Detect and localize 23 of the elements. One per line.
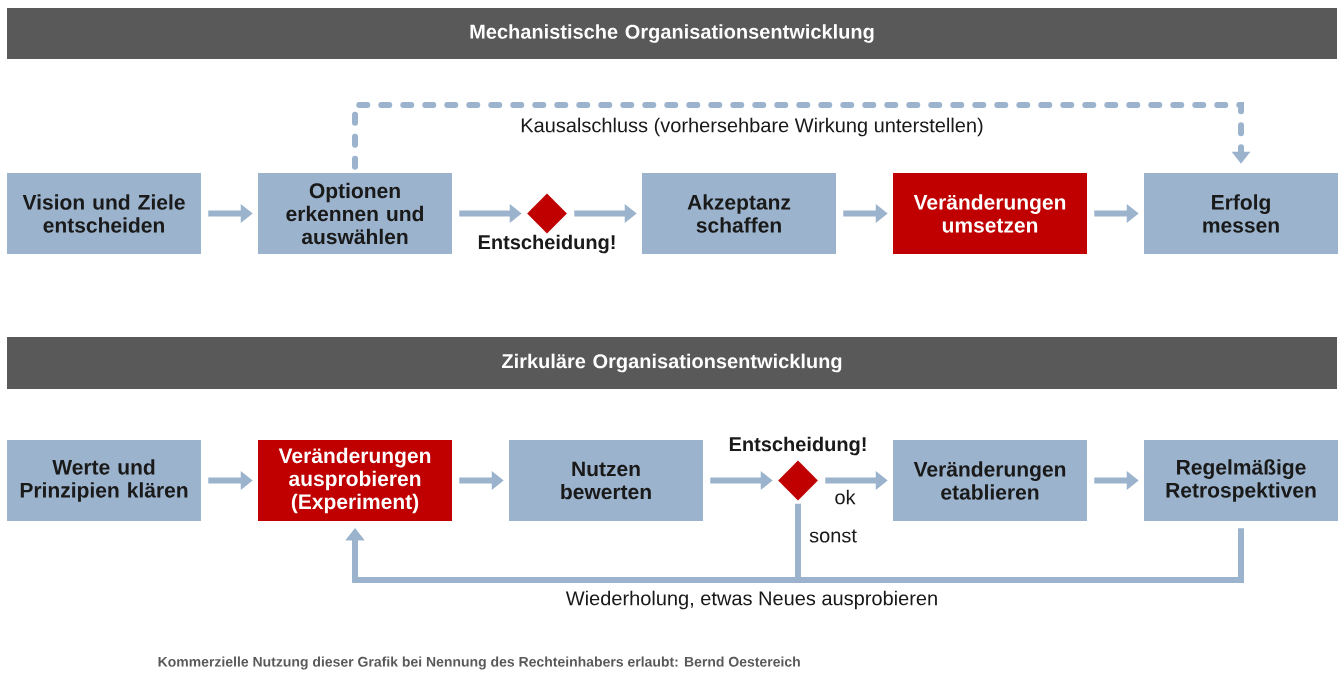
decision-diamond	[527, 193, 567, 234]
section-band: Mechanistische Organisationsentwicklung	[7, 8, 1337, 59]
process-box: Veränderungen ausprobieren (Experiment)	[258, 440, 452, 521]
decision-diamond	[778, 460, 818, 501]
process-box: Werte und Prinzipien klären	[7, 440, 201, 521]
edge-label: Kausalschluss (vorhersehbare Wirkung unterstellen)	[521, 117, 983, 137]
edge-label: ok	[835, 489, 856, 505]
process-box: Erfolg messen	[1144, 173, 1338, 254]
section-band: Zirkuläre Organisationsentwicklung	[7, 337, 1337, 389]
arrow	[345, 528, 1244, 583]
edge-label: sonst	[809, 529, 857, 543]
process-box: Veränderungen etablieren	[893, 440, 1087, 521]
process-box: Vision und Ziele entscheiden	[7, 173, 201, 254]
process-box: Regelmäßige Retrospektiven	[1144, 440, 1338, 521]
process-box: Nutzen bewerten	[509, 440, 703, 521]
edge-label: Wiederholung, etwas Neues ausprobieren	[565, 590, 937, 610]
process-box: Veränderungen umsetzen	[893, 173, 1087, 254]
process-box: Optionen erkennen und auswählen	[258, 173, 452, 254]
license-note: Kommerzielle Nutzung dieser Grafik bei Nennung des Rechteinhabers erlaubt: Bernd Oestereich	[158, 656, 800, 670]
dashed-arrow	[352, 102, 1251, 170]
decision-label: Entscheidung!	[478, 234, 615, 254]
process-box: Akzeptanz schaffen	[642, 173, 836, 254]
decision-label: Entscheidung!	[729, 436, 866, 456]
